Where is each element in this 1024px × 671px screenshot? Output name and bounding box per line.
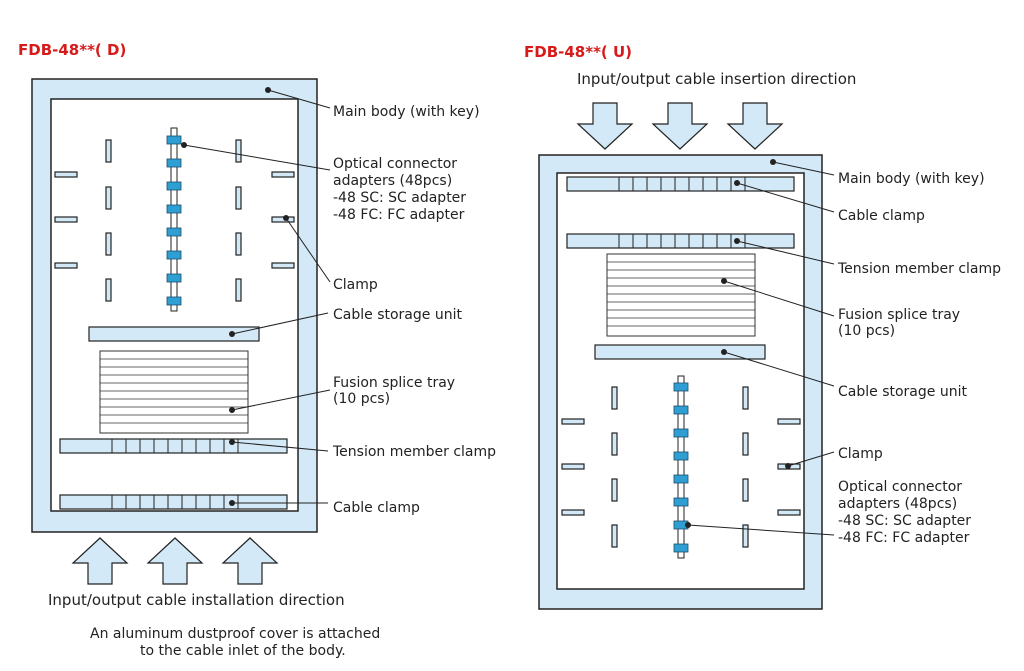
up-arrow-icon [221,537,279,585]
left-label-adapters-1: Optical connector [333,156,457,172]
right-diagram: FDB-48**( U) Input/output cable insertio… [524,43,1001,610]
left-up-arrows [71,537,279,585]
right-label-adapters-3: -48 SC: SC adapter [838,513,971,529]
left-label-cable-clamp: Cable clamp [333,500,420,516]
up-arrow-icon [71,537,129,585]
right-label-adapters-1: Optical connector [838,479,962,495]
left-diagram: FDB-48**( D) [18,41,496,659]
right-label-storage: Cable storage unit [838,384,967,400]
left-fusion-splice-tray [99,350,249,434]
left-note-line-2: to the cable inlet of the body. [140,643,346,659]
left-cable-clamp [59,494,288,510]
up-arrow-icon [146,537,204,585]
right-vertical-guides [611,386,749,548]
left-cable-storage-unit [88,326,260,342]
right-label-cable-clamp: Cable clamp [838,208,925,224]
left-label-splice-1: Fusion splice tray [333,375,455,391]
right-label-splice-2: (10 pcs) [838,323,895,339]
left-label-storage: Cable storage unit [333,307,462,323]
left-label-adapters-4: -48 FC: FC adapter [333,207,465,223]
right-cable-clamp [566,176,795,192]
left-label-tension: Tension member clamp [332,444,496,460]
left-label-adapters-2: adapters (48pcs) [333,173,452,189]
right-label-main-body: Main body (with key) [838,171,985,187]
left-title: FDB-48**( D) [18,41,126,59]
left-adapter-column [166,127,182,312]
down-arrow-icon [576,102,634,150]
right-leaders [685,159,835,536]
right-label-adapters-4: -48 FC: FC adapter [838,530,970,546]
left-side-clamps [54,171,295,269]
right-tension-member-clamp [566,233,795,249]
left-tension-member-clamp [59,438,288,454]
right-label-adapters-2: adapters (48pcs) [838,496,957,512]
right-down-arrows [576,102,784,150]
left-note-line-1: An aluminum dustproof cover is attached [90,626,380,642]
right-label-splice-1: Fusion splice tray [838,307,960,323]
left-label-clamp: Clamp [333,277,378,293]
right-cable-storage-unit [594,344,766,360]
right-adapter-column [673,375,689,559]
left-direction-label: Input/output cable installation directio… [48,591,345,609]
left-leaders [181,87,331,506]
left-vertical-guides [105,139,242,302]
left-label-adapters-3: -48 SC: SC adapter [333,190,466,206]
right-direction-label: Input/output cable insertion direction [577,70,856,88]
right-title: FDB-48**( U) [524,43,632,61]
right-fusion-splice-tray [606,253,756,337]
right-label-clamp: Clamp [838,446,883,462]
left-label-splice-2: (10 pcs) [333,391,390,407]
down-arrow-icon [726,102,784,150]
left-label-main-body: Main body (with key) [333,104,480,120]
right-label-tension: Tension member clamp [837,261,1001,277]
down-arrow-icon [651,102,709,150]
